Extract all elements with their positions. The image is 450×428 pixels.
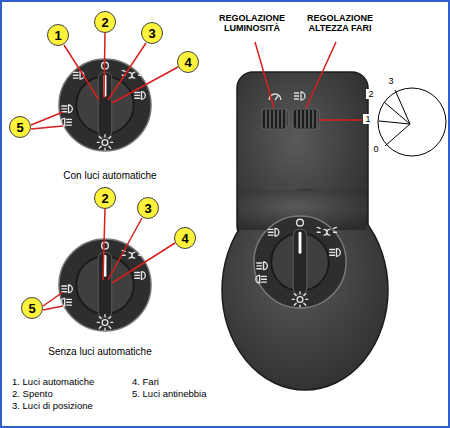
position-diagram xyxy=(379,121,410,124)
leader-line xyxy=(112,67,178,103)
position-diagram xyxy=(379,90,410,146)
leader-line xyxy=(319,119,362,121)
leader-line xyxy=(108,43,146,100)
position-diagram xyxy=(395,90,410,124)
wheel-icon xyxy=(275,96,278,100)
callout-circle: 4 xyxy=(177,51,199,73)
callout-circle: 5 xyxy=(21,297,43,319)
key-entry: 2. Spento xyxy=(12,389,53,400)
leader-line xyxy=(43,292,63,306)
thumbwheel xyxy=(293,109,319,129)
control-heading: REGOLAZIONE ALTEZZA FARI xyxy=(300,13,380,34)
callout-number: 5 xyxy=(16,121,23,134)
callout-number: 2 xyxy=(101,192,108,205)
position-number: 3 xyxy=(386,76,395,86)
position-diagram xyxy=(384,102,410,124)
callout-number: 4 xyxy=(181,232,188,245)
light-switch-manual xyxy=(59,239,151,331)
leader-line xyxy=(306,42,336,108)
key-entry: 5. Luci antinebbia xyxy=(132,389,206,400)
leader-line xyxy=(31,33,178,310)
callout-circle: 3 xyxy=(137,197,159,219)
thumbwheel xyxy=(262,109,288,129)
leader-line xyxy=(108,218,142,280)
callout-number: 1 xyxy=(54,29,61,42)
wheel-icon xyxy=(294,92,305,100)
switch-housing xyxy=(222,190,388,390)
position-diagram xyxy=(378,88,446,156)
thumbwheel xyxy=(266,110,317,128)
switch-housing xyxy=(222,72,388,390)
callout-circle: 1 xyxy=(47,24,69,46)
leader-line xyxy=(64,45,99,100)
leader-line xyxy=(31,112,63,125)
callout-circle: 3 xyxy=(141,22,163,44)
control-heading: REGOLAZIONE LUMINOSITÀ xyxy=(212,13,292,34)
callout-number: 3 xyxy=(144,202,151,215)
leader-line xyxy=(255,42,274,108)
position-number: 0 xyxy=(371,144,380,154)
wheel-icon xyxy=(269,92,305,100)
position-number: 2 xyxy=(366,89,375,99)
position-number: 1 xyxy=(363,114,372,124)
callout-circle: 5 xyxy=(9,116,31,138)
thumbwheel xyxy=(266,110,286,128)
switch-caption: Senza luci automatiche xyxy=(48,346,151,358)
position-diagram xyxy=(378,88,446,156)
key-entry: 4. Fari xyxy=(132,377,159,388)
callout-circle: 4 xyxy=(174,227,196,249)
callout-number: 4 xyxy=(184,56,191,69)
key-entry: 1. Luci automatiche xyxy=(12,377,94,388)
leader-line xyxy=(103,209,105,280)
position-diagram xyxy=(385,124,410,146)
callout-number: 3 xyxy=(148,27,155,40)
leader-line xyxy=(104,33,105,98)
thumbwheel xyxy=(297,110,317,128)
leader-line xyxy=(255,42,336,108)
leader-line xyxy=(43,306,63,310)
light-switch-large xyxy=(254,216,346,308)
switch-caption: Con luci automatiche xyxy=(63,170,156,182)
thumbwheel xyxy=(262,109,319,129)
callout-circle: 2 xyxy=(94,187,116,209)
callout-number: 5 xyxy=(28,302,35,315)
callout-circle: 2 xyxy=(94,11,116,33)
leader-line xyxy=(31,126,63,129)
leader-line xyxy=(112,243,175,283)
callout-number: 2 xyxy=(101,16,108,29)
key-entry: 3. Luci di posizione xyxy=(12,401,93,412)
